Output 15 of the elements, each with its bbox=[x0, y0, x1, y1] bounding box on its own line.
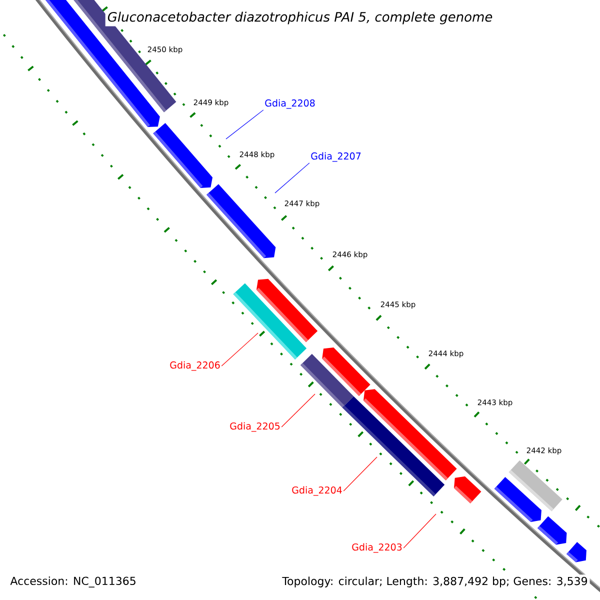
gene-label: Gdia_2207 bbox=[311, 152, 361, 162]
gene-label: Gdia_2203 bbox=[352, 543, 402, 553]
leader-line bbox=[226, 110, 264, 140]
title: Gluconacetobacter diazotrophicus PAI 5, complete genome bbox=[105, 10, 495, 26]
gene-label: Gdia_2205 bbox=[230, 422, 280, 432]
leader-line bbox=[403, 514, 436, 548]
leader-line bbox=[221, 332, 258, 366]
leader-line bbox=[343, 456, 378, 492]
gene-label: Gdia_2204 bbox=[292, 486, 342, 496]
footer-text: Topology: circular; Length: 3,887,492 bp; Genes: 3,539 bbox=[280, 574, 590, 590]
leader-line bbox=[274, 162, 310, 194]
leader-line bbox=[281, 394, 316, 428]
footer-text: Accession: NC_011365 bbox=[8, 574, 138, 590]
gene-label: Gdia_2206 bbox=[170, 361, 220, 371]
gene-label: Gdia_2208 bbox=[265, 99, 315, 109]
